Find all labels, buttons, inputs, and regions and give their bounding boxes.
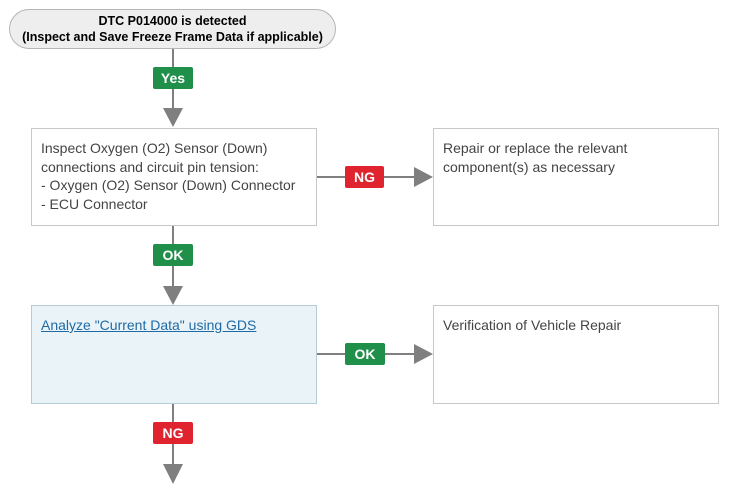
- ng-badge-analyze: NG: [153, 422, 193, 444]
- start-node-dtc-detected: DTC P014000 is detected (Inspect and Sav…: [9, 9, 336, 49]
- inspect-line-1: Inspect Oxygen (O2) Sensor (Down): [41, 140, 268, 156]
- repair-line-2: component(s) as necessary: [443, 158, 615, 175]
- inspect-line-2: connections and circuit pin tension:: [41, 158, 259, 175]
- inspect-connections-box: Inspect Oxygen (O2) Sensor (Down) connec…: [31, 128, 317, 226]
- verification-box: Verification of Vehicle Repair: [433, 305, 719, 404]
- analyze-current-data-link[interactable]: Analyze "Current Data" using GDS: [41, 317, 257, 333]
- inspect-line-3: - Oxygen (O2) Sensor (Down) Connector: [41, 177, 296, 193]
- ng-badge-inspect: NG: [345, 166, 384, 188]
- arrowhead-analyze-to-verify: [414, 344, 433, 364]
- yes-badge: Yes: [153, 67, 193, 89]
- arrowhead-inspect-to-repair: [414, 167, 433, 187]
- arrowhead-start-to-inspect: [163, 108, 183, 127]
- arrowhead-analyze-down: [163, 464, 183, 484]
- repair-replace-box: Repair or replace the relevant component…: [433, 128, 719, 226]
- start-title: DTC P014000 is detected: [98, 14, 247, 28]
- arrowhead-inspect-to-analyze: [163, 286, 183, 305]
- analyze-current-data-box: Analyze "Current Data" using GDS: [31, 305, 317, 404]
- verification-text: Verification of Vehicle Repair: [443, 317, 622, 333]
- ok-badge-inspect: OK: [153, 244, 193, 266]
- start-subtitle: (Inspect and Save Freeze Frame Data if a…: [22, 30, 323, 44]
- ok-badge-analyze: OK: [345, 343, 385, 365]
- repair-line-1: Repair or replace the relevant: [443, 140, 628, 156]
- inspect-line-4: - ECU Connector: [41, 195, 148, 212]
